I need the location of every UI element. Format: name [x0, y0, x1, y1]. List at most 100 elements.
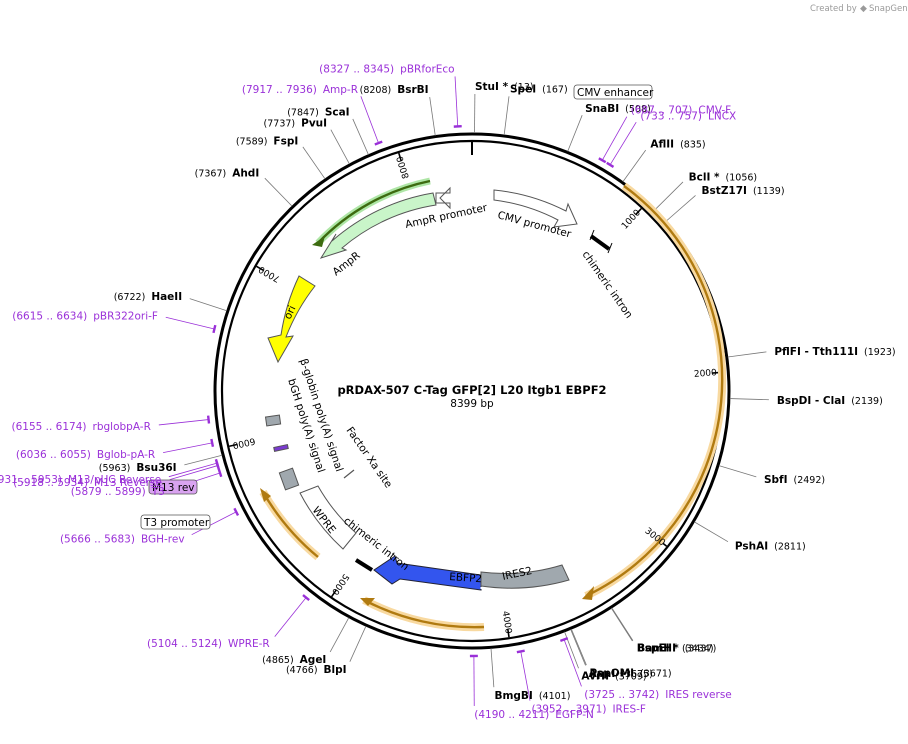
- backbone-outer-ring: [213, 132, 731, 650]
- primer-mark: [598, 157, 607, 164]
- primer-mark: [606, 161, 615, 168]
- primer-position: (7917 .. 7936): [242, 84, 317, 96]
- primer-position: (5666 .. 5683): [60, 533, 135, 545]
- ampr-orf-arc: [317, 179, 431, 244]
- primer-mark: [233, 507, 240, 516]
- site-leader-line: [727, 351, 767, 358]
- bgh-polya-box: [273, 443, 289, 453]
- primer-position: (733 .. 757): [640, 110, 702, 122]
- m13-rev-label: M13 rev: [152, 482, 195, 494]
- ruler-tick-8000: [398, 152, 402, 161]
- ampr-promoter-arrow: [435, 186, 451, 210]
- site-name: SpeI: [510, 83, 536, 95]
- site-label: StuI *(13): [475, 81, 534, 93]
- primer-position: (4190 .. 4211): [474, 709, 549, 721]
- site-label: BspEI *(3437): [637, 643, 717, 655]
- site-name: AflII: [650, 139, 674, 151]
- site-label: BspDI - ClaI(2139): [777, 395, 883, 407]
- site-name: PflFI - Tth111I: [774, 346, 858, 358]
- site-label: BamHI (3434): [637, 642, 713, 654]
- site-label: BstZ17I(1139): [702, 185, 785, 197]
- primer-label: Amp-R(7917 .. 7936): [242, 84, 358, 96]
- orf-arc-left-head: [260, 488, 271, 502]
- site-leader-line: [264, 177, 293, 207]
- ruler-tick-5000: [330, 589, 337, 598]
- site-label: ScaI(7847): [287, 107, 349, 119]
- site-position: (2492): [794, 475, 826, 486]
- site-position: (13): [514, 82, 534, 93]
- site-position: (2139): [851, 396, 883, 407]
- site-name: BstZ17I: [702, 185, 747, 197]
- primer-name: IRES-F: [612, 703, 646, 715]
- factor-xa-mark: [343, 469, 355, 479]
- ruler-tick-label: 7000: [257, 263, 282, 283]
- site-name: ApaI: [589, 668, 616, 680]
- cmv-enhancer-box: [573, 84, 653, 100]
- site-label: PshAI(2811): [735, 541, 806, 553]
- site-label: AflII(835): [650, 139, 705, 151]
- ruler-tick-label: 2000: [694, 368, 718, 380]
- ruler-tick-label: 4000: [500, 610, 513, 634]
- primer-mark: [374, 140, 383, 146]
- site-label: BsrBI(8208): [360, 84, 429, 96]
- site-leader-line: [654, 181, 684, 210]
- site-name: PvuI: [301, 118, 327, 130]
- primer-mark: [212, 324, 217, 334]
- factor-xa-box: [278, 467, 300, 491]
- t3-promoter-label: T3 promoter: [143, 517, 210, 529]
- plasmid-length: 8399 bp: [450, 398, 494, 410]
- primer-leader-line: [163, 442, 213, 454]
- site-label: BmgBI(4101): [494, 690, 570, 702]
- primer-name: IRES reverse: [665, 689, 732, 701]
- site-label: PspOMI(3671): [589, 667, 671, 679]
- primer-leader-line: [360, 96, 379, 144]
- primer-marks: [158, 76, 637, 706]
- chimeric-intron-bottom-mark: [354, 558, 374, 572]
- orf-arc-right: [585, 185, 724, 598]
- m13-rev-box: [148, 479, 198, 495]
- orf-arc-bottom-head: [360, 598, 375, 606]
- cmv-promoter-arrow: [493, 189, 578, 228]
- site-position: (3437): [685, 644, 717, 655]
- site-position: (3709): [615, 672, 647, 683]
- site-label: SpeI(167): [510, 83, 568, 95]
- site-position: (3434): [682, 643, 714, 654]
- chimeric-intron-top-label: chimeric intron: [580, 249, 635, 321]
- site-label: Bsu36I(5963): [99, 462, 177, 474]
- t3-promoter-box: [140, 514, 211, 530]
- site-leader-lines: [184, 94, 769, 688]
- chimeric-intron-top-mark: [589, 234, 611, 251]
- primer-name: pBR322ori-F: [93, 310, 158, 322]
- factor-xa-label: Factor Xa site: [344, 425, 395, 490]
- site-name: ScaI: [325, 107, 350, 119]
- site-label: AgeI(4865): [262, 654, 326, 666]
- primer-position: (8327 .. 8345): [319, 63, 394, 75]
- site-leader-line: [729, 398, 769, 401]
- primer-leader-line: [158, 419, 209, 426]
- site-position: (1056): [726, 172, 758, 183]
- site-position: (7589): [236, 136, 268, 147]
- primer-mark: [210, 438, 215, 447]
- ampr-orf-arc-head: [312, 236, 325, 247]
- snapgene-logo-icon: ◆: [860, 4, 867, 14]
- site-name: PshAI: [735, 541, 768, 553]
- credit-text: Created by: [810, 4, 857, 14]
- site-leader-line: [718, 465, 757, 478]
- plasmid-name: pRDAX-507 C-Tag GFP[2] L20 Itgb1 EBPF2: [337, 383, 606, 397]
- primer-name: M13 Reverse: [94, 477, 162, 489]
- primer-leader-line: [454, 76, 459, 127]
- primer-position: (5918 .. 5934): [13, 477, 88, 489]
- ebfp2-label: EBFP2: [449, 571, 483, 585]
- cmv-enhancer-label: CMV enhancer: [577, 87, 654, 99]
- primer-leader-line: [168, 462, 218, 478]
- primer-leader-line: [169, 465, 218, 481]
- site-label: AhdI(7367): [195, 167, 260, 179]
- ruler-tick-6000: [229, 443, 238, 448]
- primer-label: M13 Reverse (5918 .. 5934): [13, 477, 162, 489]
- site-position: (508): [625, 104, 651, 115]
- primer-label: LNCX(733 .. 757): [640, 110, 736, 122]
- site-name: BamHI: [637, 642, 676, 654]
- primer-name: BGH-rev: [141, 533, 185, 545]
- primer-label: BGH-rev (5666 .. 5683): [60, 533, 185, 545]
- primer-mark: [559, 636, 569, 642]
